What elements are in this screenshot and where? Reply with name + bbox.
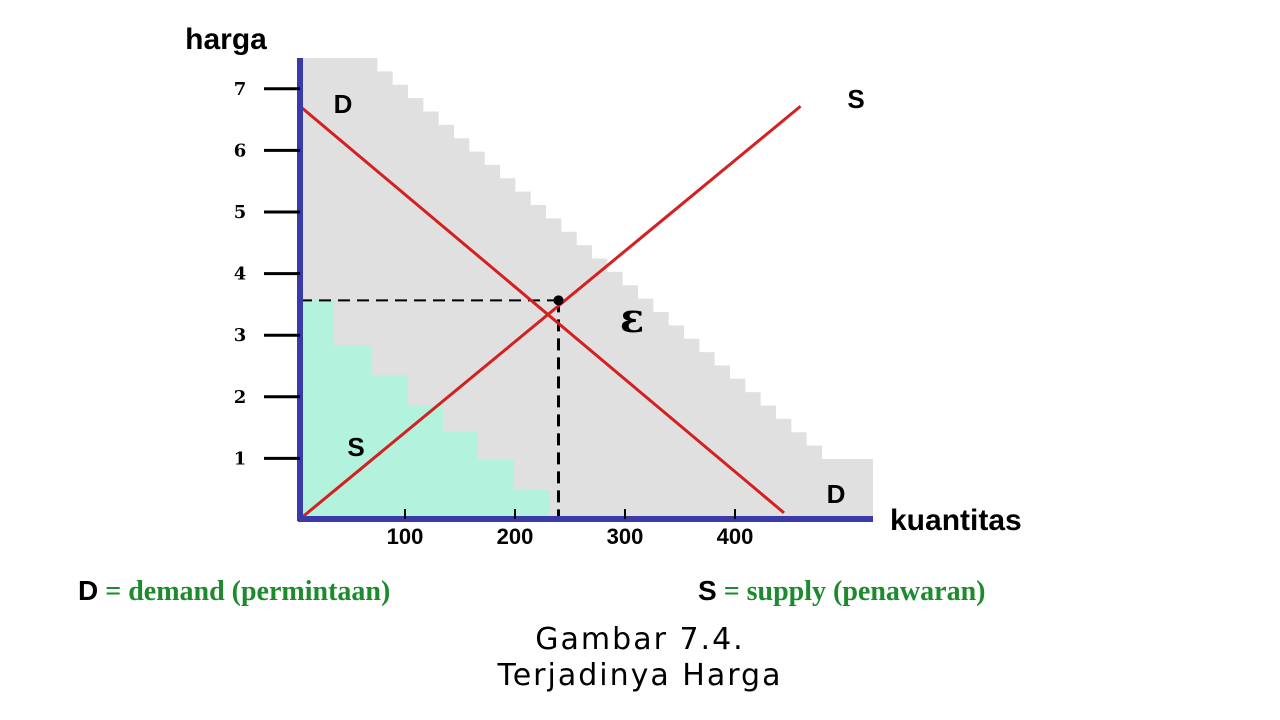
curves <box>299 105 802 521</box>
y-tick-label: 6 <box>234 140 247 161</box>
demand-label-bottom: D <box>827 479 846 509</box>
supply-curve <box>299 105 802 521</box>
y-tick-label: 2 <box>234 387 247 408</box>
grey-region <box>300 58 873 519</box>
x-tick-label: 200 <box>497 524 534 549</box>
legend-demand-desc: = demand (permintaan) <box>105 576 391 607</box>
equilibrium-guides <box>300 299 560 519</box>
x-tick-label: 100 <box>387 524 424 549</box>
y-tick-label: 5 <box>234 202 247 223</box>
x-tick-label: 400 <box>717 524 754 549</box>
y-axis-title: harga <box>185 23 267 56</box>
x-tick-label: 300 <box>607 524 644 549</box>
y-tick-label: 4 <box>234 264 247 285</box>
y-tick-label: 1 <box>234 448 247 469</box>
legend-supply: S = supply (penawaran) <box>698 575 985 608</box>
supply-label-bottom: S <box>347 432 364 462</box>
legend-supply-desc: = supply (penawaran) <box>723 576 986 607</box>
axes: 1 2 3 4 5 6 7 100 200 300 400 <box>234 58 873 549</box>
surplus-regions <box>300 58 873 519</box>
y-tick-label: 3 <box>234 325 247 346</box>
equilibrium-label: ε <box>620 295 644 342</box>
figure-caption-number: Gambar 7.4. <box>535 622 745 657</box>
legend-supply-key: S <box>698 575 717 606</box>
demand-curve <box>299 105 785 514</box>
figure-caption-title: Terjadinya Harga <box>497 658 783 693</box>
y-tick-label: 7 <box>234 79 247 100</box>
legend-demand: D = demand (permintaan) <box>78 575 390 608</box>
legend-demand-key: D <box>78 575 99 606</box>
supply-label-top: S <box>847 84 864 114</box>
demand-label-top: D <box>334 89 353 119</box>
equilibrium-point <box>553 295 564 306</box>
supply-demand-chart: 1 2 3 4 5 6 7 100 200 300 400 harga kuantitas D D S Sε <box>185 23 1022 549</box>
x-axis-title: kuantitas <box>890 504 1022 537</box>
mint-region <box>300 300 550 519</box>
labels: harga kuantitas D D S Sε <box>185 23 1022 537</box>
